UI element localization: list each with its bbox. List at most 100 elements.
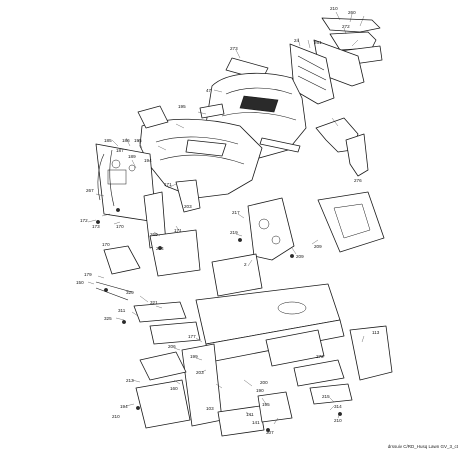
fasteners [96, 208, 342, 432]
callout: 173 [92, 224, 100, 229]
callout: 210 [112, 414, 120, 419]
callout: 179 [84, 272, 92, 277]
callout: 219 [230, 230, 238, 235]
callout: 141 [246, 412, 254, 417]
callout: 272 [316, 354, 324, 359]
rear-hitch-plate [293, 359, 345, 387]
callout: 314 [334, 404, 342, 409]
callout: 47 [206, 88, 212, 93]
callout: 276 [354, 178, 362, 183]
callout: 209 [296, 254, 304, 259]
callout: 199 [190, 354, 198, 359]
callout: 267 [86, 188, 94, 193]
panel-cutout [107, 169, 127, 185]
linkage-rods [95, 281, 133, 301]
callout: 195 [178, 104, 186, 109]
chassis-group [135, 253, 393, 437]
fuel-cap-cover [199, 103, 225, 119]
callout: 177 [188, 334, 196, 339]
bolt-icon [104, 288, 108, 292]
callout: 171 [174, 228, 182, 233]
top-trim-strip [321, 17, 381, 33]
choke-knob [128, 164, 136, 172]
axle-support [257, 391, 293, 423]
fuel-tank-plate [247, 197, 295, 261]
lower-skid-plate [217, 405, 265, 437]
mid-right-group [247, 191, 385, 261]
fender-contour [155, 136, 245, 165]
foot-rest [133, 301, 187, 323]
bolt-icon [122, 320, 126, 324]
callout: 195 [134, 138, 142, 143]
callout: 195 [262, 402, 270, 407]
callout: 203 [196, 370, 204, 375]
hood-support-arm [345, 133, 369, 177]
callout: 113 [372, 330, 380, 335]
grille-slats [297, 55, 327, 91]
dash-panel-opening [185, 139, 227, 157]
fender-bracket [175, 179, 201, 213]
callout: 171 [164, 182, 172, 187]
frame-opening [277, 301, 307, 315]
callout: 272 [342, 24, 350, 29]
bolt-icon [266, 428, 270, 432]
hood-side-strip [259, 137, 301, 153]
callout: 194 [144, 158, 152, 163]
callout: 307 [266, 430, 274, 435]
callout-leaders [87, 11, 365, 425]
hood-contour [221, 87, 297, 121]
front-weight-plate [135, 379, 191, 429]
callout: 24 [294, 38, 300, 43]
callout: 189 [128, 154, 136, 159]
callout: 213 [126, 378, 134, 383]
callout: 203 [184, 204, 192, 209]
callout: 321 [150, 300, 158, 305]
drawing-reference: drssuiv C/RD_Husq Lawn GV_3_ct [387, 444, 458, 449]
callout: 260 [348, 10, 356, 15]
callout: 209 [314, 244, 322, 249]
rear-cross-member [265, 329, 325, 367]
callout: 103 [206, 406, 214, 411]
bolt-icon [158, 246, 162, 250]
hood-vent [239, 95, 279, 113]
callout: 200 [260, 380, 268, 385]
callout: 187 [116, 148, 124, 153]
callout: 273 [230, 46, 238, 51]
mount-bracket [103, 245, 141, 275]
dashboard-group [137, 103, 263, 213]
callout: 311 [118, 308, 126, 313]
callout: 2 [244, 262, 247, 267]
bolt-icon [116, 208, 120, 212]
control-cables [97, 149, 115, 207]
fender-dash [139, 118, 263, 199]
callout: 206 [168, 344, 176, 349]
callout: 160 [170, 386, 178, 391]
callout-labels: 210 260 272 273 24 261 47 276 195 186 19… [76, 6, 380, 435]
dash-insert [137, 105, 169, 129]
left-mid-group [95, 229, 201, 345]
bolt-icon [136, 406, 140, 410]
plate-hole-a [258, 218, 270, 230]
bolt-icon [290, 254, 294, 258]
leader-lines [87, 11, 365, 425]
callout: 210 [334, 418, 342, 423]
callout: 325 [104, 316, 112, 321]
callout: 210 [330, 6, 338, 11]
rear-bracket [349, 325, 393, 381]
trim-cover [329, 31, 377, 51]
side-plate [149, 229, 201, 277]
front-bumper [139, 351, 187, 381]
hood-trim-group [225, 17, 383, 105]
callout: 170 [102, 242, 110, 247]
callout: 185 [104, 138, 112, 143]
callout: 329 [126, 290, 134, 295]
hitch-bar [309, 383, 353, 405]
bolt-icon [238, 238, 242, 242]
control-panel-group [95, 143, 167, 249]
callout: 150 [76, 280, 84, 285]
callout: 217 [232, 210, 240, 215]
ignition-switch [111, 159, 121, 169]
bolt-icon [96, 220, 100, 224]
